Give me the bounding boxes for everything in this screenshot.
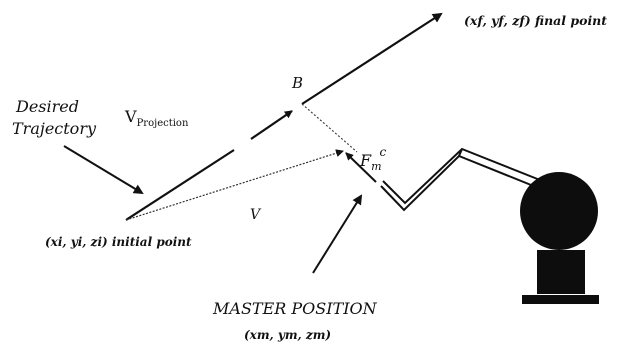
vector-v-label: V (250, 207, 262, 223)
force-label: Fmc (359, 145, 387, 173)
master-position-label: MASTER POSITION (212, 299, 378, 318)
force-arrow (345, 152, 377, 183)
desired-trajectory-label-2: Trajectory (12, 119, 97, 138)
trajectory-segment-1 (125, 149, 235, 221)
initial-point-label: (xi, yi, zi) initial point (45, 235, 192, 249)
trajectory-segment-2 (250, 110, 293, 140)
point-b-label: B (291, 74, 303, 92)
projection-dotted-line (301, 103, 358, 153)
final-point-label: (xf, yf, zf) final point (464, 13, 607, 28)
trajectory-segment-3 (301, 12, 443, 105)
desired-trajectory-label-1: Desired (15, 97, 79, 116)
master-coords-label: (xm, ym, zm) (244, 328, 331, 342)
robot-arm (380, 147, 541, 212)
robot-base-plate (522, 295, 599, 304)
robot-base-sphere (520, 172, 598, 250)
v-projection-label: VProjection (124, 107, 189, 129)
robot-base-pedestal (537, 250, 585, 294)
vector-v-line (125, 149, 344, 221)
master-position-pointer (312, 194, 363, 274)
desired-trajectory-pointer (63, 145, 144, 195)
